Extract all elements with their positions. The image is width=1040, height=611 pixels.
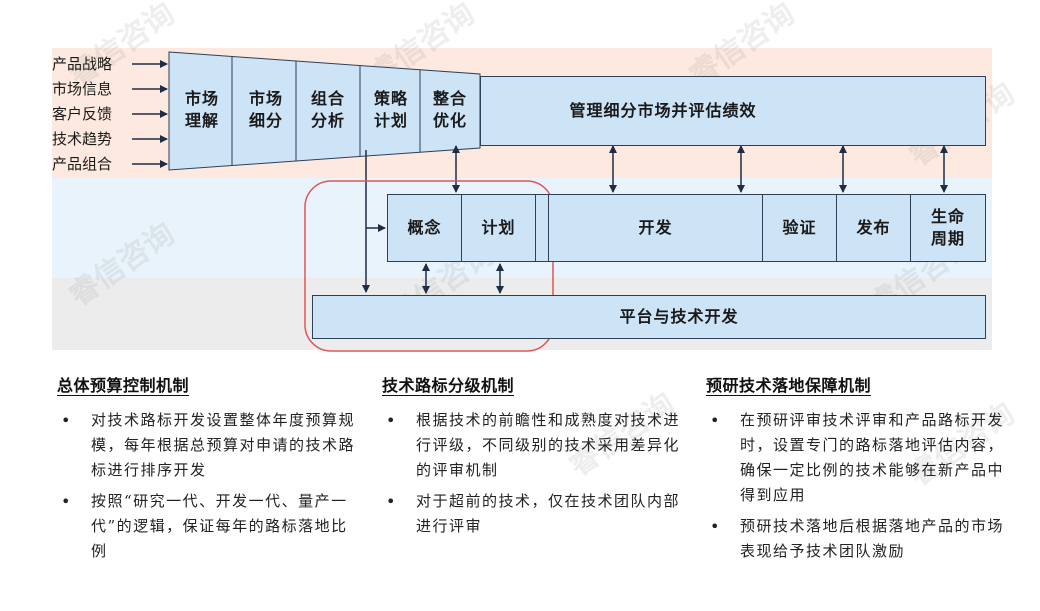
mechanism-title: 预研技术落地保障机制 bbox=[706, 376, 872, 395]
platform-box: 平台与技术开发 bbox=[312, 295, 986, 339]
bullet-item: 预研技术落地后根据落地产品的市场表现给予技术团队激励 bbox=[706, 514, 1006, 564]
bullet-item: 对于超前的技术，仅在技术团队内部进行评审 bbox=[382, 489, 682, 539]
input-label: 技术趋势 bbox=[52, 130, 113, 148]
input-label: 客户反馈 bbox=[52, 105, 113, 123]
stage-verify: 验证 bbox=[762, 194, 837, 262]
stage-concept: 概念 bbox=[387, 194, 462, 262]
bullet-item: 按照“研究一代、开发一代、量产一代”的逻辑，保证每年的路标落地比例 bbox=[57, 489, 357, 564]
funnel-step: 市场 细分 bbox=[248, 89, 283, 130]
stage-plan: 计划 bbox=[461, 194, 536, 262]
bullet-item: 对技术路标开发设置整体年度预算规模，每年根据总预算对申请的技术路标进行排序开发 bbox=[57, 408, 357, 483]
stage-release: 发布 bbox=[836, 194, 911, 262]
mechanism-column: 技术路标分级机制 根据技术的前瞻性和成熟度对技术进行评级，不同级别的技术采用差异… bbox=[382, 372, 682, 545]
mechanism-bullets: 根据技术的前瞻性和成熟度对技术进行评级，不同级别的技术采用差异化的评审机制 对于… bbox=[382, 408, 682, 539]
input-label: 市场信息 bbox=[52, 80, 113, 98]
funnel-step: 市场 理解 bbox=[184, 89, 219, 130]
mechanism-bullets: 在预研评审技术评审和产品路标开发时，设置专门的路标落地评估内容，确保一定比例的技… bbox=[706, 408, 1006, 564]
mechanism-column: 预研技术落地保障机制 在预研评审技术评审和产品路标开发时，设置专门的路标落地评估… bbox=[706, 372, 1006, 570]
mechanism-title: 技术路标分级机制 bbox=[382, 376, 515, 395]
stage-develop: 开发 bbox=[548, 194, 763, 262]
funnel-step: 整合 优化 bbox=[432, 89, 467, 130]
input-label: 产品战略 bbox=[52, 55, 113, 73]
stage-gap bbox=[535, 194, 549, 262]
funnel-step: 组合 分析 bbox=[310, 89, 345, 130]
stage-lifecycle: 生命 周期 bbox=[910, 194, 986, 262]
mechanism-column: 总体预算控制机制 对技术路标开发设置整体年度预算规模，每年根据总预算对申请的技术… bbox=[57, 372, 357, 570]
mechanism-title: 总体预算控制机制 bbox=[57, 376, 190, 395]
mechanism-bullets: 对技术路标开发设置整体年度预算规模，每年根据总预算对申请的技术路标进行排序开发 … bbox=[57, 408, 357, 564]
manage-segments-box: 管理细分市场并评估绩效 bbox=[480, 76, 986, 146]
funnel-step: 策略 计划 bbox=[373, 89, 408, 130]
bullet-item: 根据技术的前瞻性和成熟度对技术进行评级，不同级别的技术采用差异化的评审机制 bbox=[382, 408, 682, 483]
input-label: 产品组合 bbox=[52, 155, 113, 173]
bullet-item: 在预研评审技术评审和产品路标开发时，设置专门的路标落地评估内容，确保一定比例的技… bbox=[706, 408, 1006, 508]
